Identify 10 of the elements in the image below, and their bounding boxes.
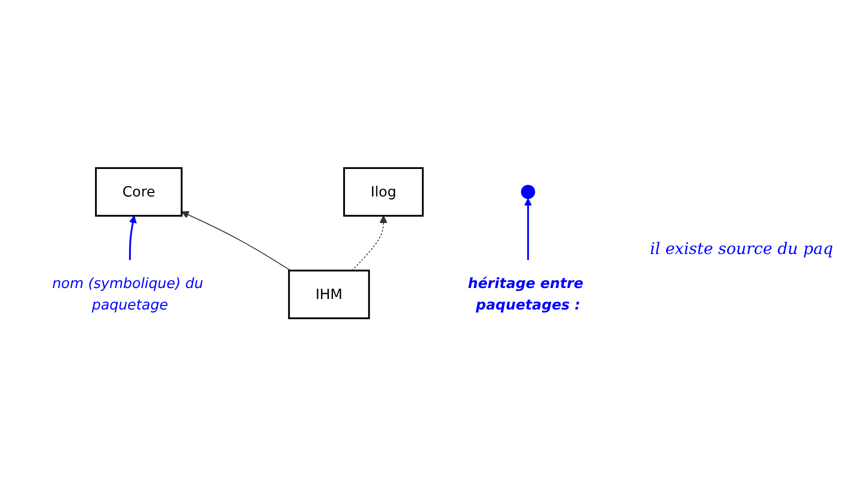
node-box: Ilog [343, 167, 424, 217]
arrow [181, 211, 292, 272]
arrow [524, 198, 532, 260]
node-text: héritage entre paquetages : [468, 275, 584, 313]
node-box: Core [95, 167, 183, 217]
node-text: nom (symbolique) du paquetage [52, 275, 204, 313]
note-text: il existe source du paq [650, 239, 834, 258]
arrow [129, 215, 137, 260]
node-box: IHM [288, 270, 370, 320]
arrow [352, 215, 388, 272]
